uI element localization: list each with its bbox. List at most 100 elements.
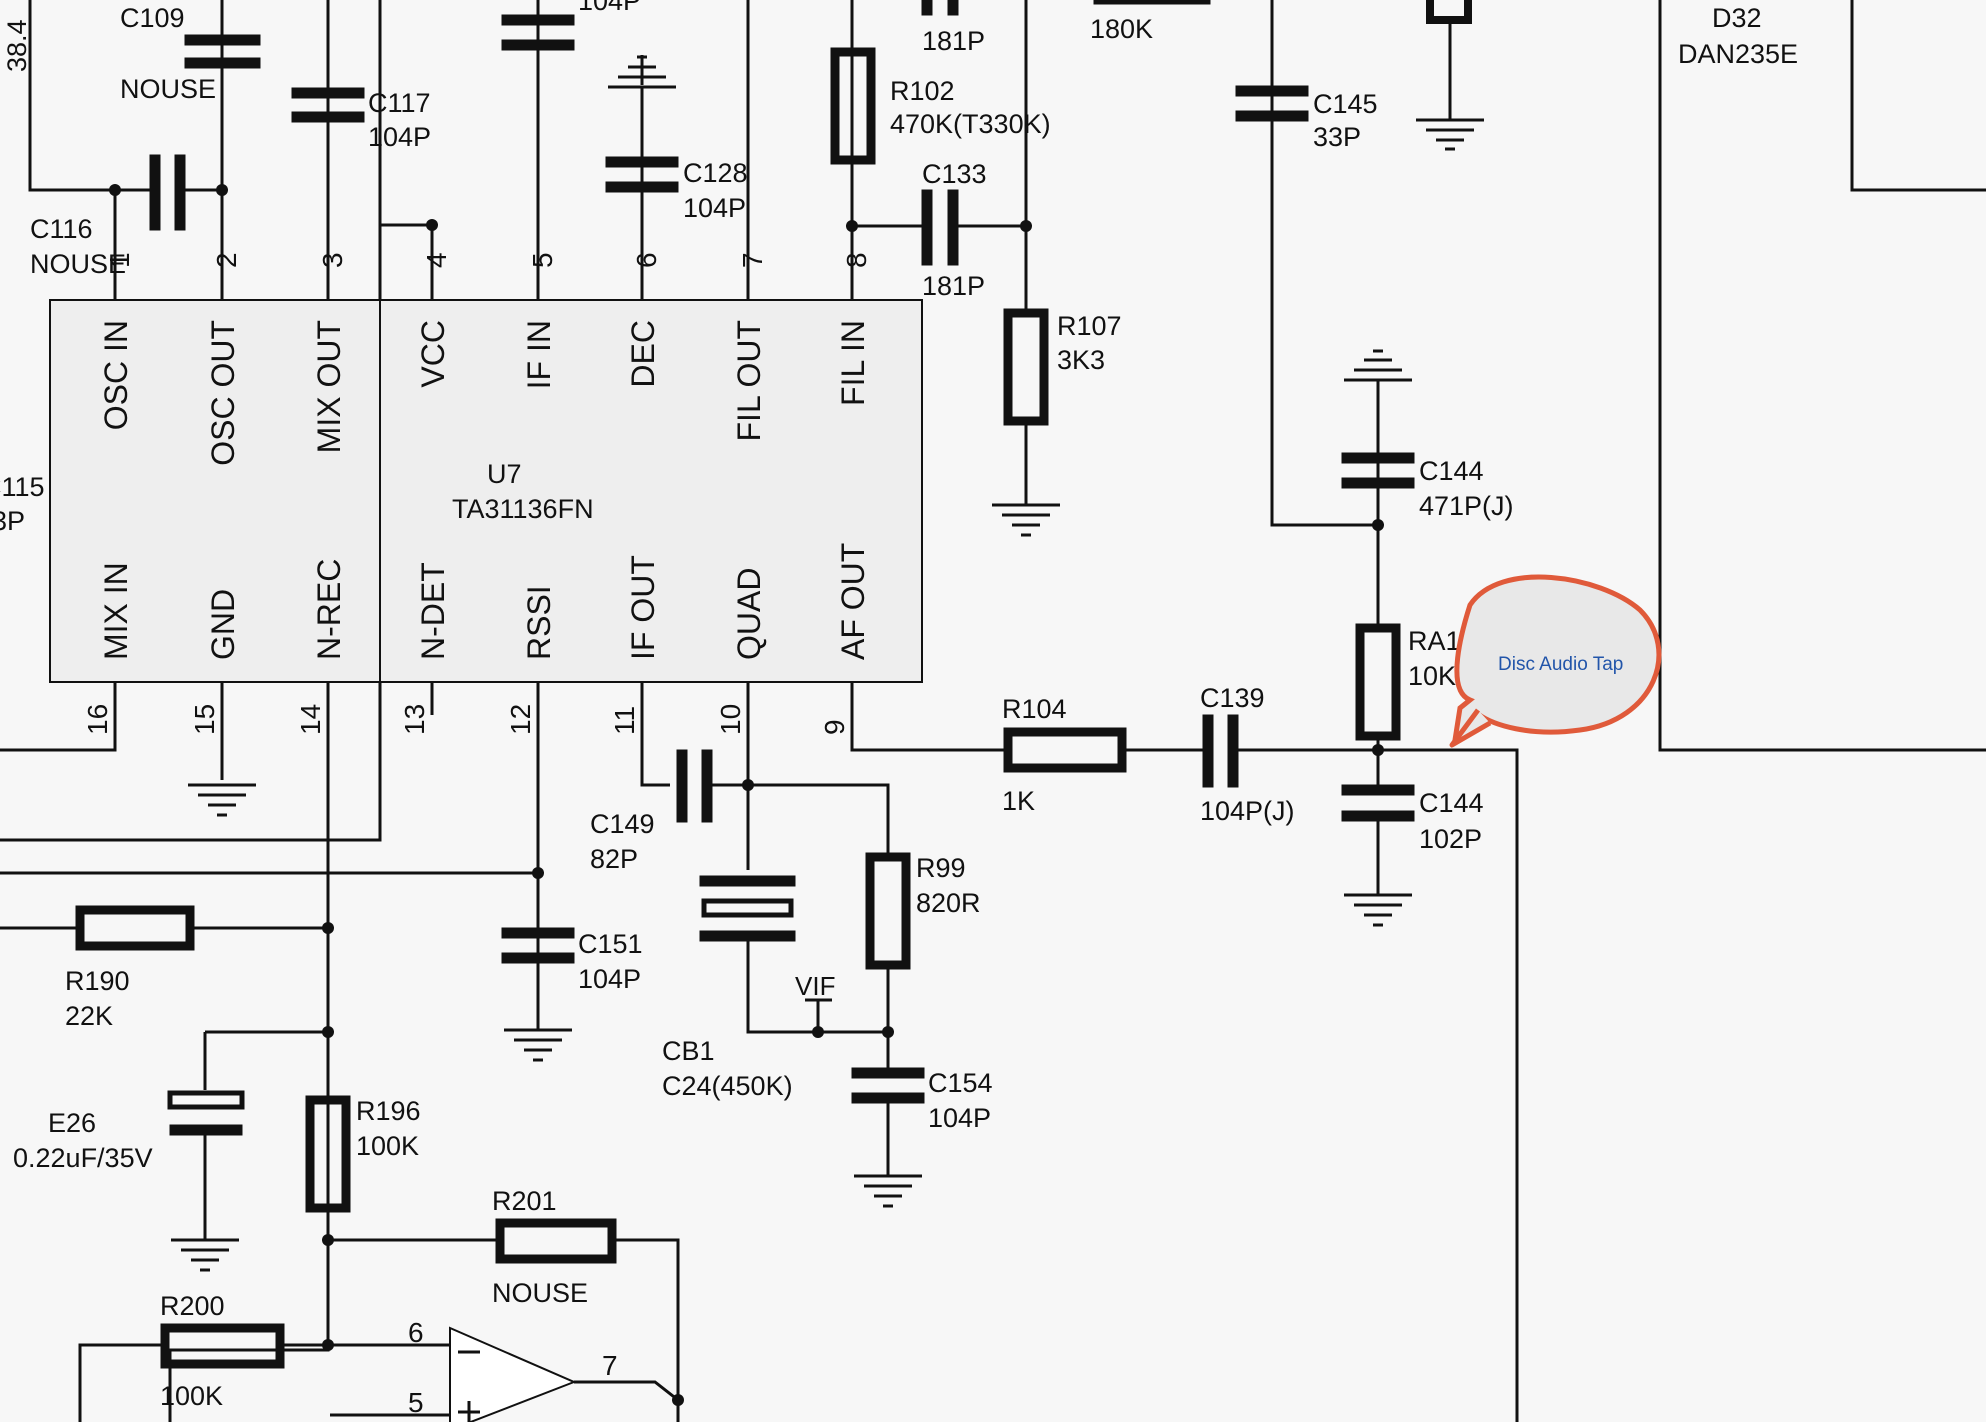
wire — [378, 0, 434, 300]
label-opamp-pin-5: 5 — [408, 1387, 424, 1418]
resistor-ra1 — [1355, 623, 1401, 741]
label-r102-ref: R102 — [890, 76, 955, 106]
resistor-r190 — [75, 905, 195, 951]
junction-dot — [672, 1394, 684, 1406]
ic-pin-name: IF OUT — [625, 555, 661, 660]
label-r190-ref: R190 — [65, 966, 130, 996]
label-d32-value: DAN235E — [1678, 39, 1798, 69]
label-c116-ref: C116 — [30, 214, 93, 244]
capacitor-c117 — [291, 87, 365, 123]
ic-pin-number: 15 — [189, 704, 220, 735]
capacitor-c109 — [184, 34, 261, 69]
label-c109-ref: C109 — [120, 3, 185, 33]
capacitor-c133-top — [921, 0, 959, 16]
capacitor-top — [501, 14, 575, 51]
ground-icon — [504, 1028, 572, 1062]
junction-dot — [812, 1026, 824, 1038]
ic-pin-number: 5 — [527, 252, 558, 268]
wire — [1658, 0, 1986, 752]
label-c144-lower-ref: C144 — [1419, 788, 1484, 818]
ic-pin-name: FIL IN — [835, 320, 871, 406]
label-r196-value: 100K — [356, 1131, 419, 1161]
wire — [28, 0, 117, 300]
resistor-r102 — [830, 47, 876, 165]
ic-pin-name: VCC — [415, 320, 451, 388]
label-c116-value: NOUSE — [30, 249, 126, 279]
ic-pin-name: N-REC — [311, 559, 347, 660]
callout-disc-audio-tap[interactable]: Disc Audio Tap — [1449, 574, 1662, 749]
resistor-r196 — [305, 1095, 351, 1213]
label-c133-ref: C133 — [922, 159, 987, 189]
label-c144-upper-ref: C144 — [1419, 456, 1484, 486]
wire — [640, 682, 670, 787]
ic-pin-name: IF IN — [521, 320, 557, 389]
ic-pin-number: 12 — [505, 704, 536, 735]
ceramic-discriminator-cb1 — [699, 875, 796, 942]
resistor-r107 — [1003, 308, 1049, 426]
label-c144-lower-value: 102P — [1419, 824, 1482, 854]
component-top-box — [1426, 0, 1472, 24]
resistor-r104 — [1003, 727, 1127, 773]
label-r107-value: 3K3 — [1057, 345, 1105, 375]
junction-dot — [846, 220, 858, 232]
label-r104-ref: R104 — [1002, 694, 1067, 724]
ic-pin-number: 4 — [421, 252, 452, 268]
junction-dot — [216, 184, 228, 196]
wire — [712, 783, 890, 853]
ic-pin-number: 14 — [295, 704, 326, 735]
ic-pin-number: 7 — [737, 252, 768, 268]
capacitor-e26 — [167, 1090, 245, 1136]
label-r196-ref: R196 — [356, 1096, 421, 1126]
junction-dot — [1372, 744, 1384, 756]
junction-dot — [882, 1026, 894, 1038]
ic-pin-name: MIX OUT — [311, 320, 347, 453]
label-opamp-pin-6: 6 — [408, 1317, 424, 1348]
wire — [1238, 748, 1519, 1422]
label-r201-value: NOUSE — [492, 1278, 588, 1308]
ic-pin-number: 3 — [317, 252, 348, 268]
ic-pin-number: 9 — [819, 719, 850, 735]
label-opamp-pin-7: 7 — [602, 1350, 618, 1381]
wire — [168, 682, 330, 1422]
ic-part-number: TA31136FN — [452, 494, 594, 524]
ground-icon — [992, 503, 1060, 537]
ground-icon — [608, 55, 676, 89]
label-c117-ref: C117 — [368, 88, 431, 118]
capacitor-c144-lower — [1341, 784, 1415, 822]
ground-stems — [203, 87, 1380, 1240]
ic-pin-name: QUAD — [731, 568, 767, 660]
label-c133-value: 181P — [922, 271, 985, 301]
junction-dot — [322, 1026, 334, 1038]
ground-icon — [1416, 118, 1484, 151]
ground-icon — [188, 783, 256, 817]
junction-dot — [322, 1234, 334, 1246]
label-c154-value: 104P — [928, 1103, 991, 1133]
ic-pin-number: 11 — [609, 706, 640, 735]
ic-pin-number: 16 — [82, 704, 113, 735]
ic-pin-name: OSC IN — [98, 320, 134, 430]
ic-pin-name: FIL OUT — [731, 320, 767, 441]
label-ra1-ref: RA1 — [1408, 626, 1461, 656]
resistor-r200 — [160, 1323, 285, 1369]
ic-pin-name: OSC OUT — [205, 320, 241, 466]
label-r99-value: 820R — [916, 888, 981, 918]
label-c145-value: 33P — [1313, 122, 1361, 152]
capacitor-c139 — [1202, 714, 1239, 788]
label-top-cap-value: 104P — [578, 0, 641, 16]
ic-pin-name: RSSI — [521, 585, 557, 660]
label-r102-value: 470K(T330K) — [890, 109, 1051, 139]
label-c115-value: 3P — [0, 506, 25, 536]
wire — [0, 682, 117, 752]
ic-pin-number: 2 — [211, 252, 242, 268]
label-c145-ref: C145 — [1313, 89, 1378, 119]
ic-pin-number: 1 — [104, 252, 135, 268]
ic-pin-number: 8 — [841, 252, 872, 268]
resistor-r99 — [865, 852, 911, 970]
ground-icon — [171, 1238, 239, 1272]
capacitor-c116 — [149, 154, 186, 231]
label-c133-top-value: 181P — [922, 26, 985, 56]
junction-dot — [532, 867, 544, 879]
capacitor-c149 — [676, 749, 713, 823]
